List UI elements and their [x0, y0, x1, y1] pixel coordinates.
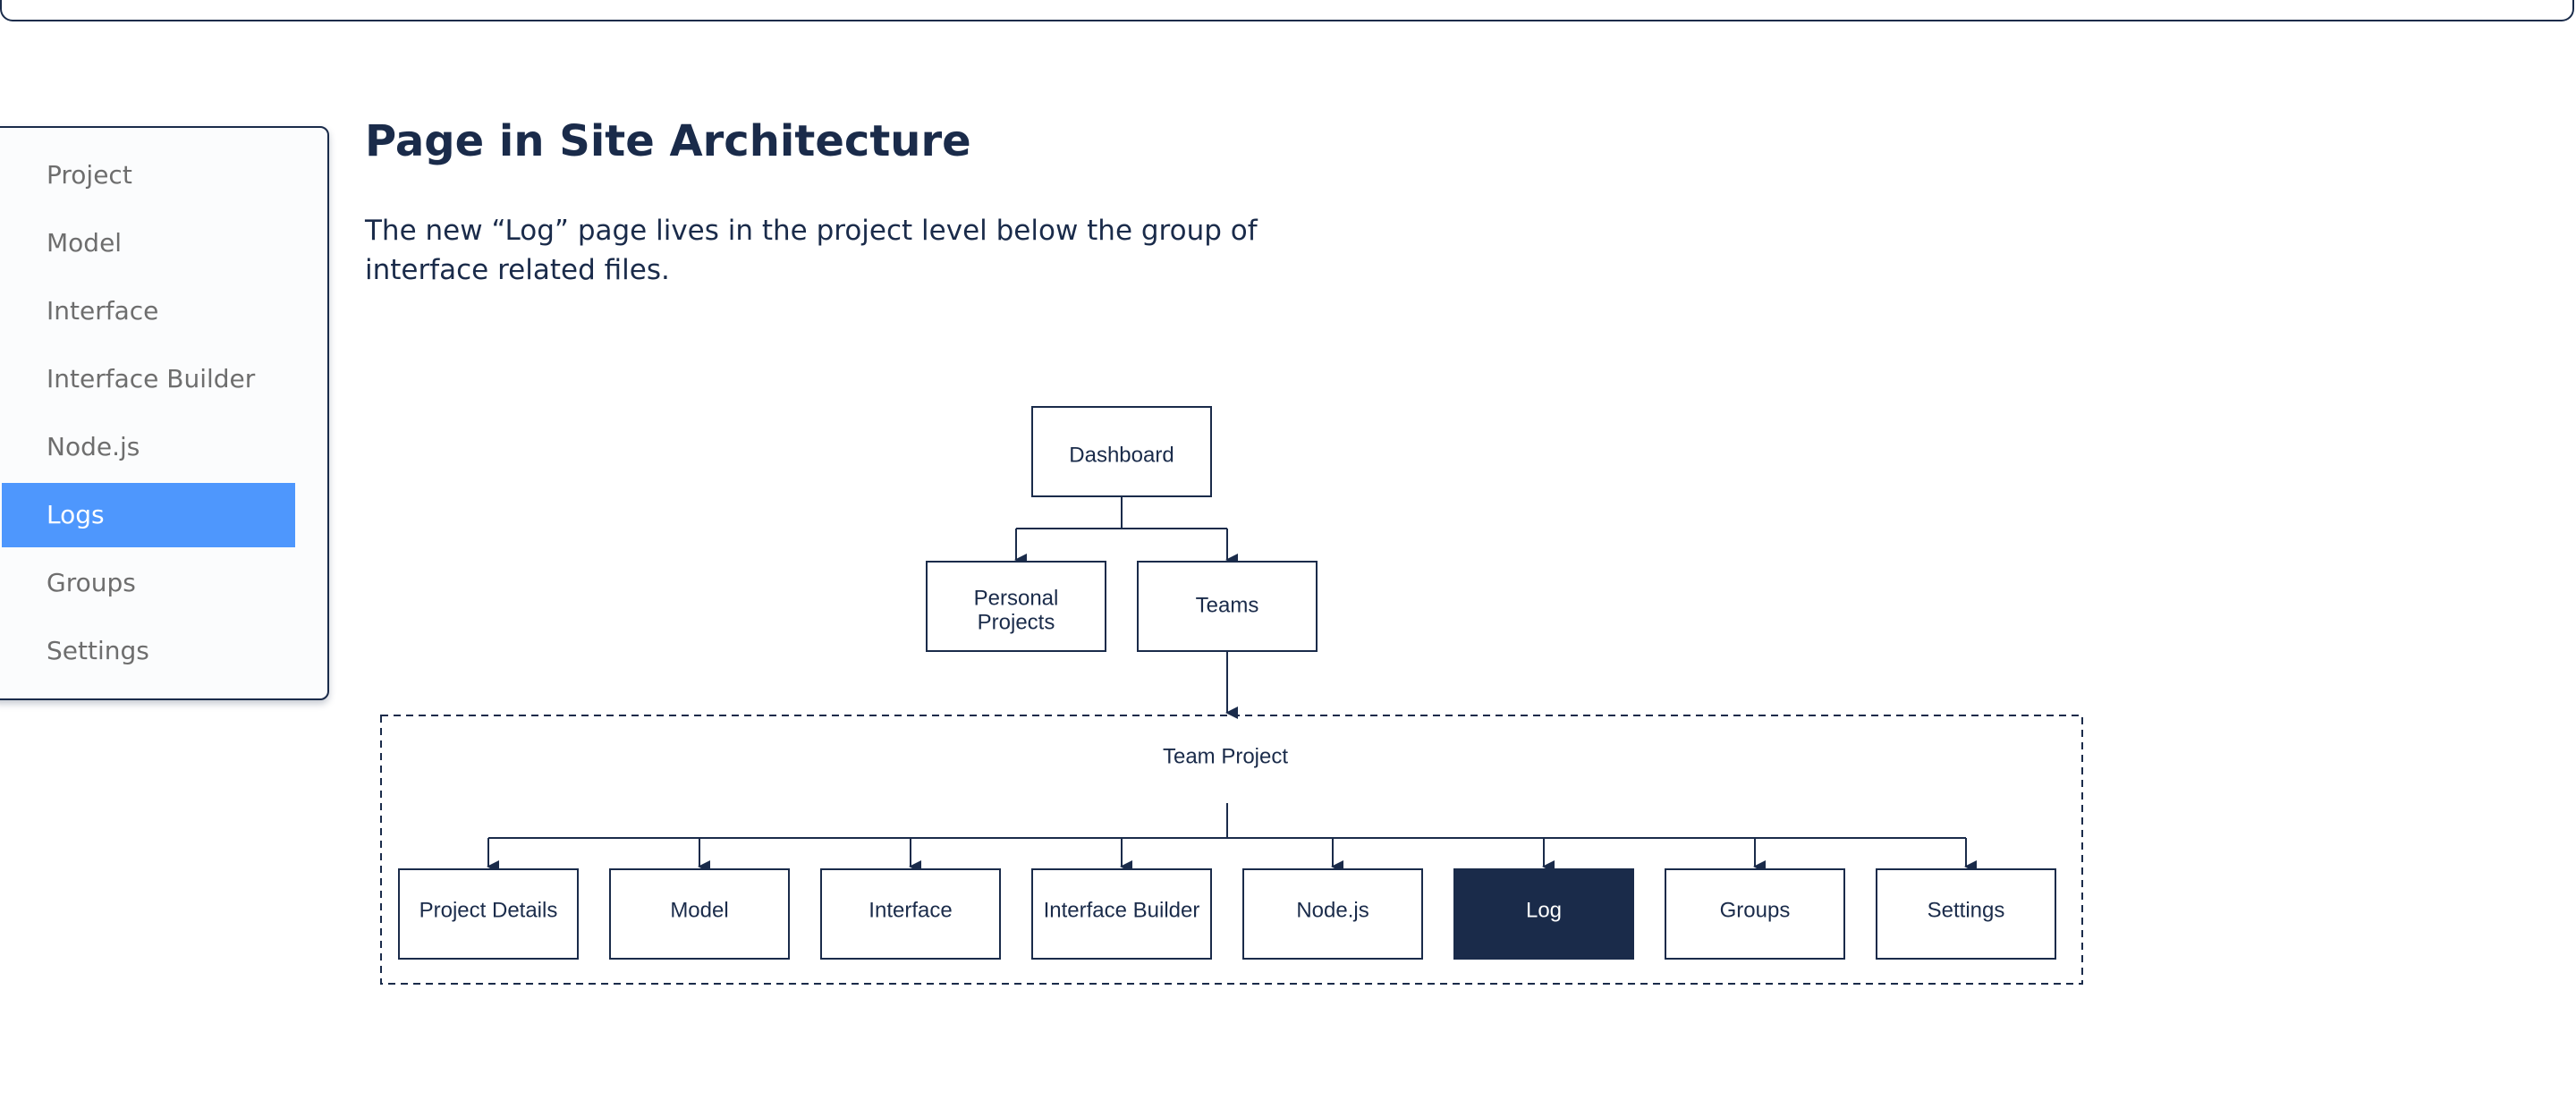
node-teams-label: Teams: [1196, 593, 1259, 617]
page-title: Page in Site Architecture: [365, 116, 971, 166]
node-interface-builder-label: Interface Builder: [1044, 898, 1200, 922]
node-settings-label: Settings: [1928, 898, 2005, 922]
node-log-label: Log: [1526, 898, 1562, 922]
window-top-frame: [0, 0, 2574, 21]
node-groups-label: Groups: [1720, 898, 1791, 922]
node-nodejs: Node.js: [1242, 868, 1423, 960]
page-description: The new “Log” page lives in the project …: [365, 215, 1258, 286]
node-project-details-label: Project Details: [419, 898, 558, 922]
sidebar-item-settings[interactable]: Settings: [47, 636, 149, 665]
sidebar-nav: Project Model Interface Interface Builde…: [0, 126, 329, 700]
node-personal-projects-label-line2: Projects: [978, 610, 1055, 634]
node-model: Model: [609, 868, 790, 960]
node-interface: Interface: [820, 868, 1001, 960]
sidebar-item-interface[interactable]: Interface: [47, 296, 159, 326]
node-interface-builder: Interface Builder: [1031, 868, 1212, 960]
group-team-project: Team Project: [380, 715, 2083, 985]
node-personal-projects: Personal Projects: [926, 561, 1106, 652]
sidebar-item-logs[interactable]: Logs: [2, 483, 295, 547]
edges-team-project-children: [487, 803, 1977, 873]
node-interface-label: Interface: [869, 898, 952, 922]
node-model-label: Model: [670, 898, 728, 922]
node-log: Log: [1453, 868, 1634, 960]
sidebar-item-groups[interactable]: Groups: [47, 568, 136, 597]
node-project-details: Project Details: [398, 868, 579, 960]
edges-dashboard-children: [1014, 496, 1238, 566]
node-dashboard-label: Dashboard: [1069, 443, 1174, 467]
sidebar-item-project[interactable]: Project: [47, 160, 132, 190]
node-teams: Teams: [1137, 561, 1318, 652]
group-team-project-label: Team Project: [1163, 744, 1288, 768]
sidebar-item-interface-builder[interactable]: Interface Builder: [47, 364, 256, 393]
node-personal-projects-label-line1: Personal: [974, 586, 1059, 610]
node-dashboard: Dashboard: [1031, 406, 1212, 497]
node-nodejs-label: Node.js: [1296, 898, 1368, 922]
sidebar-item-model[interactable]: Model: [47, 228, 123, 258]
node-settings: Settings: [1876, 868, 2056, 960]
node-groups: Groups: [1665, 868, 1845, 960]
sidebar-item-nodejs[interactable]: Node.js: [47, 432, 140, 461]
